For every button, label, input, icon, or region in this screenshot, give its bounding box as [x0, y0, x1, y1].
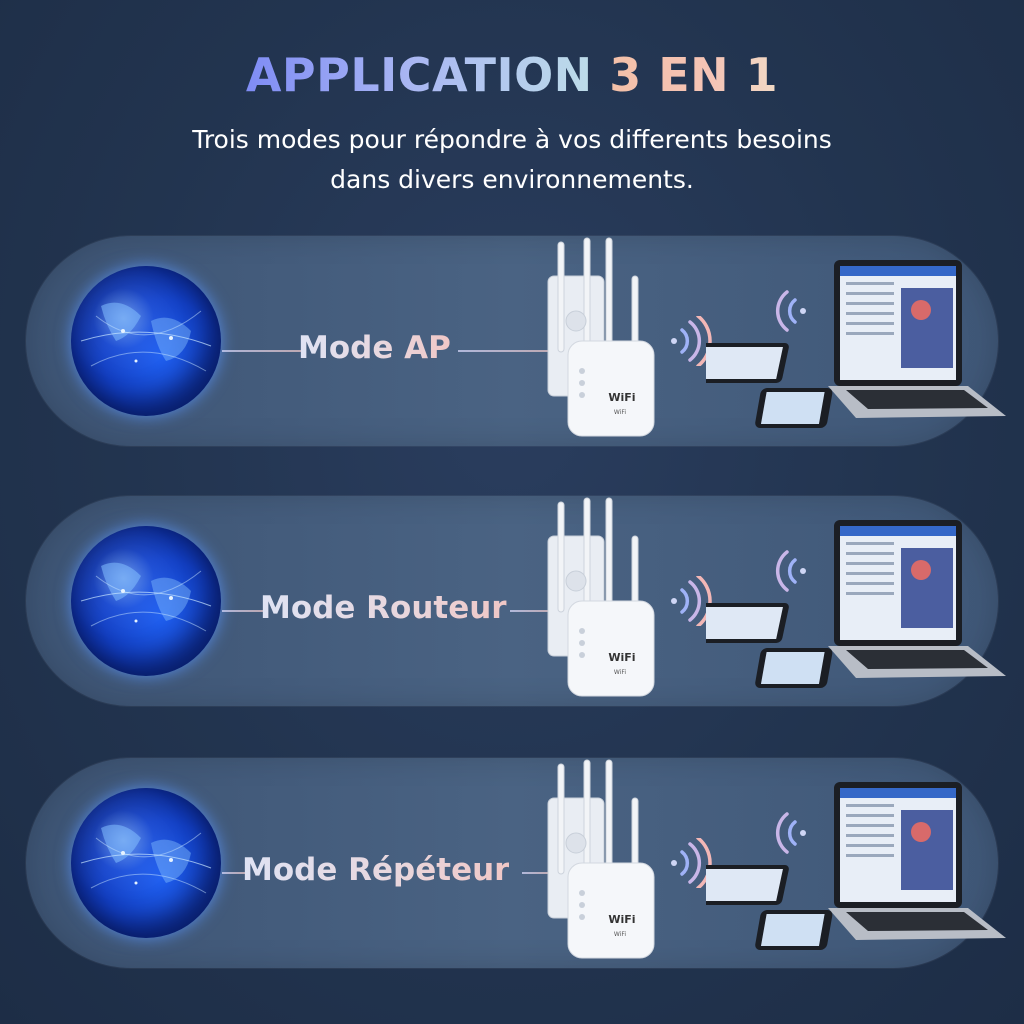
link-line: [458, 350, 550, 352]
wifi-extender-icon: WiFi WiFi: [547, 237, 655, 437]
page-title: APPLICATION 3 EN 1: [0, 48, 1024, 102]
wifi-signal-icon: [671, 316, 712, 366]
mode-label: Mode Routeur: [260, 590, 507, 626]
tablet-icon: [706, 343, 789, 383]
laptop-icon: [828, 782, 1006, 940]
wifi-signal-icon: [775, 290, 806, 332]
svg-text:WiFi: WiFi: [608, 651, 635, 664]
mode-panel-routeur: Mode Routeur WiFi WiFi: [26, 496, 1006, 706]
laptop-icon: [828, 520, 1006, 678]
wifi-extender-icon: WiFi WiFi: [547, 497, 655, 697]
link-line: [222, 350, 302, 352]
globe-icon: [71, 526, 221, 676]
link-line: [222, 610, 264, 612]
svg-text:WiFi: WiFi: [614, 931, 626, 938]
mode-label: Mode AP: [298, 330, 451, 366]
link-line: [522, 872, 550, 874]
link-line: [510, 610, 550, 612]
tablet-icon: [706, 865, 789, 905]
devices-group: [706, 260, 1006, 428]
subtitle-line-1: Trois modes pour répondre à vos differen…: [192, 125, 832, 154]
globe-icon: [71, 788, 221, 938]
title-main: APPLICATION: [245, 48, 610, 102]
title-accent: 3 EN 1: [609, 48, 779, 102]
svg-text:WiFi: WiFi: [614, 409, 626, 416]
phone-icon: [755, 388, 833, 428]
mode-panel-ap: Mode AP WiFi WiFi: [26, 236, 1006, 446]
wifi-signal-icon: [775, 812, 806, 854]
devices-group: [706, 782, 1006, 950]
page-subtitle: Trois modes pour répondre à vos differen…: [0, 120, 1024, 200]
phone-icon: [755, 648, 833, 688]
link-line: [222, 872, 246, 874]
wifi-signal-icon: [671, 576, 712, 626]
mode-panel-repeteur: Mode Répéteur WiFi WiFi: [26, 758, 1006, 968]
wifi-extender-icon: WiFi WiFi: [547, 759, 655, 959]
devices-group: [706, 520, 1006, 688]
wifi-signal-icon: [775, 550, 806, 592]
laptop-icon: [828, 260, 1006, 418]
svg-text:WiFi: WiFi: [608, 391, 635, 404]
svg-text:WiFi: WiFi: [608, 913, 635, 926]
svg-text:WiFi: WiFi: [614, 669, 626, 676]
subtitle-line-2: dans divers environnements.: [330, 165, 694, 194]
phone-icon: [755, 910, 833, 950]
wifi-signal-icon: [671, 838, 712, 888]
tablet-icon: [706, 603, 789, 643]
mode-label: Mode Répéteur: [242, 852, 510, 888]
globe-icon: [71, 266, 221, 416]
